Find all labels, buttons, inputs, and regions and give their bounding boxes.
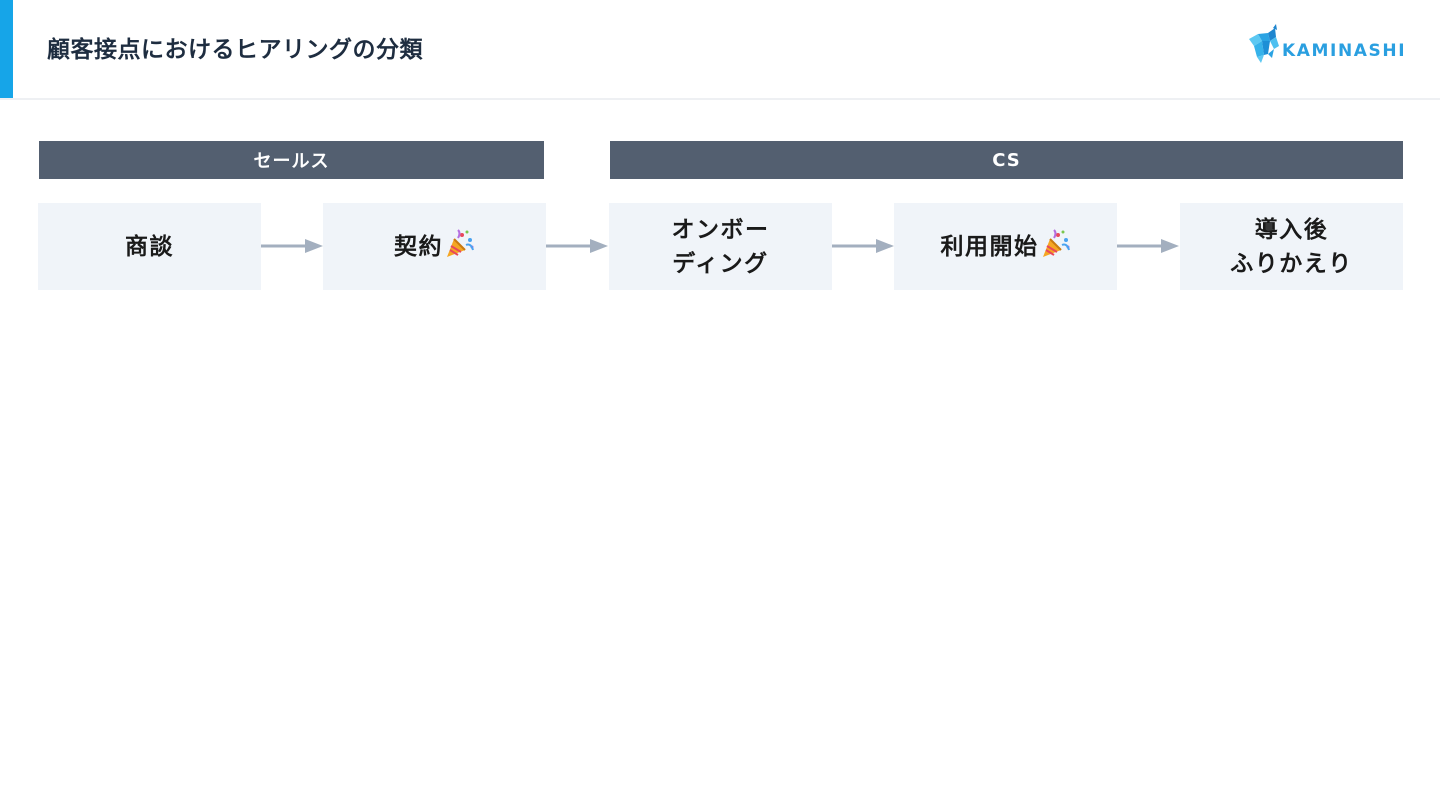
party-popper-icon bbox=[1042, 229, 1070, 257]
flow-arrow-icon bbox=[261, 239, 323, 253]
phase-label: CS bbox=[992, 149, 1021, 171]
kaminashi-logo: KAMINASHI bbox=[1246, 24, 1416, 66]
step-box-onboarding: オンボー ディング bbox=[609, 203, 832, 290]
flow-arrow-icon bbox=[1117, 239, 1179, 253]
step-box-post-review: 導入後 ふりかえり bbox=[1180, 203, 1403, 290]
phase-header-sales: セールス bbox=[39, 141, 544, 179]
step-label-line: 導入後 bbox=[1254, 216, 1329, 243]
goat-logo-icon bbox=[1249, 24, 1279, 63]
step-box-negotiation: 商談 bbox=[38, 203, 261, 290]
party-popper-icon bbox=[447, 229, 474, 257]
phase-header-cs: CS bbox=[610, 141, 1403, 179]
logo-wordmark: KAMINASHI bbox=[1282, 41, 1407, 61]
header-divider bbox=[0, 98, 1440, 100]
flow-arrow-icon bbox=[832, 239, 894, 253]
step-box-contract: 契約 bbox=[323, 203, 546, 290]
step-label: 商談 bbox=[125, 233, 174, 260]
header-accent-bar bbox=[0, 0, 13, 100]
phase-label: セールス bbox=[253, 151, 330, 172]
step-box-usage-start: 利用開始 bbox=[894, 203, 1117, 290]
page-title: 顧客接点におけるヒアリングの分類 bbox=[47, 37, 423, 63]
flow-arrow-icon bbox=[546, 239, 608, 253]
step-label: 契約 bbox=[394, 234, 443, 260]
step-label-line: ふりかえり bbox=[1230, 250, 1353, 277]
step-label: 利用開始 bbox=[940, 234, 1039, 260]
step-label-line: ディング bbox=[672, 250, 769, 277]
step-label-line: オンボー bbox=[671, 216, 770, 243]
